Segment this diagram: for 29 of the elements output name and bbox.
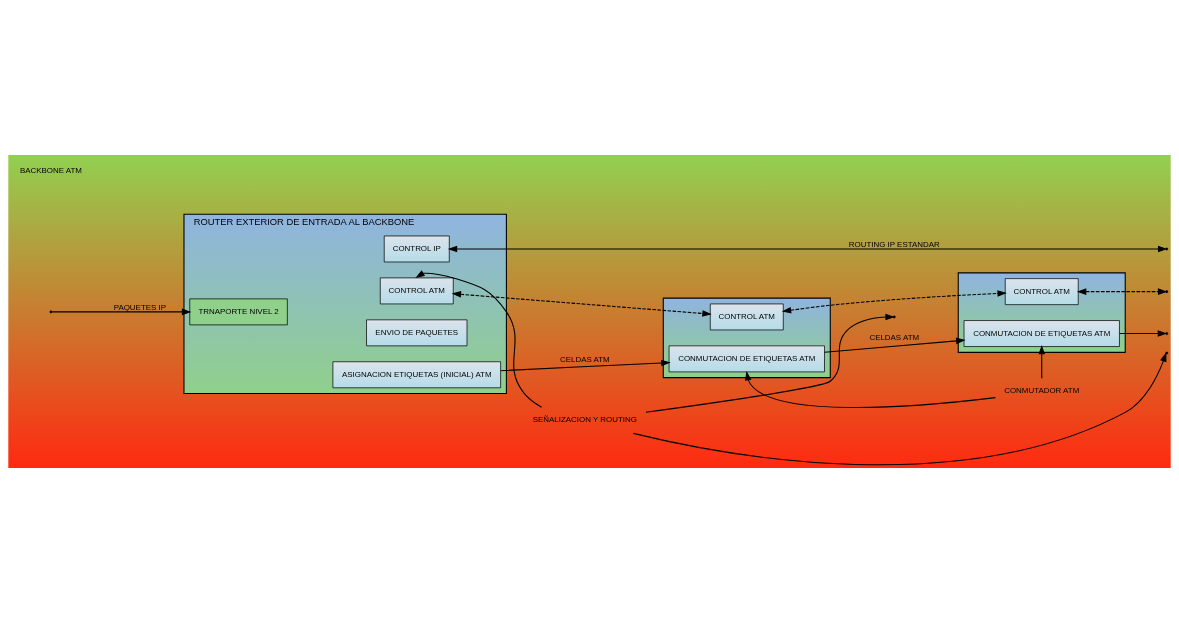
node-box: TRNAPORTE NIVEL 2: [189, 298, 288, 325]
edge-label: PAQUETES IP: [113, 302, 167, 312]
node-box: ASIGNACION ETIQUETAS (INICIAL) ATM: [332, 360, 501, 388]
node-box: CONTROL ATM: [379, 277, 454, 304]
edge-label: CELDAS ATM: [869, 332, 920, 342]
node-text: SEÑALIZACION Y ROUTING: [532, 414, 637, 424]
node-box: CONMUTACION DE ETIQUETAS ATM: [668, 345, 825, 372]
arrow: [447, 245, 1168, 252]
arrow: [824, 337, 966, 353]
arrow: [744, 370, 996, 408]
node-box: CONTROL IP: [383, 235, 450, 262]
node-box: CONMUTACION DE ETIQUETAS ATM: [963, 319, 1120, 347]
node-box: CONTROL ATM: [1004, 277, 1079, 305]
label: BACKBONE ATM: [19, 165, 82, 175]
arrow: [1038, 344, 1046, 379]
arrow: [451, 290, 712, 317]
arrow: [781, 289, 1007, 313]
edge-label: CELDAS ATM: [559, 354, 610, 364]
arrow: [500, 359, 671, 371]
arrow: [1119, 329, 1168, 337]
arrow: [1076, 287, 1168, 295]
arrow: [415, 269, 543, 408]
edge-label: ROUTING IP ESTANDAR: [848, 239, 940, 249]
node-box: ENVIO DE PAQUETES: [366, 318, 468, 346]
arrow: [645, 313, 895, 413]
arrow: [51, 308, 192, 315]
node-text: CONMUTADOR ATM: [1004, 385, 1080, 395]
node-box: CONTROL ATM: [709, 303, 784, 330]
arrow: [632, 351, 1167, 465]
